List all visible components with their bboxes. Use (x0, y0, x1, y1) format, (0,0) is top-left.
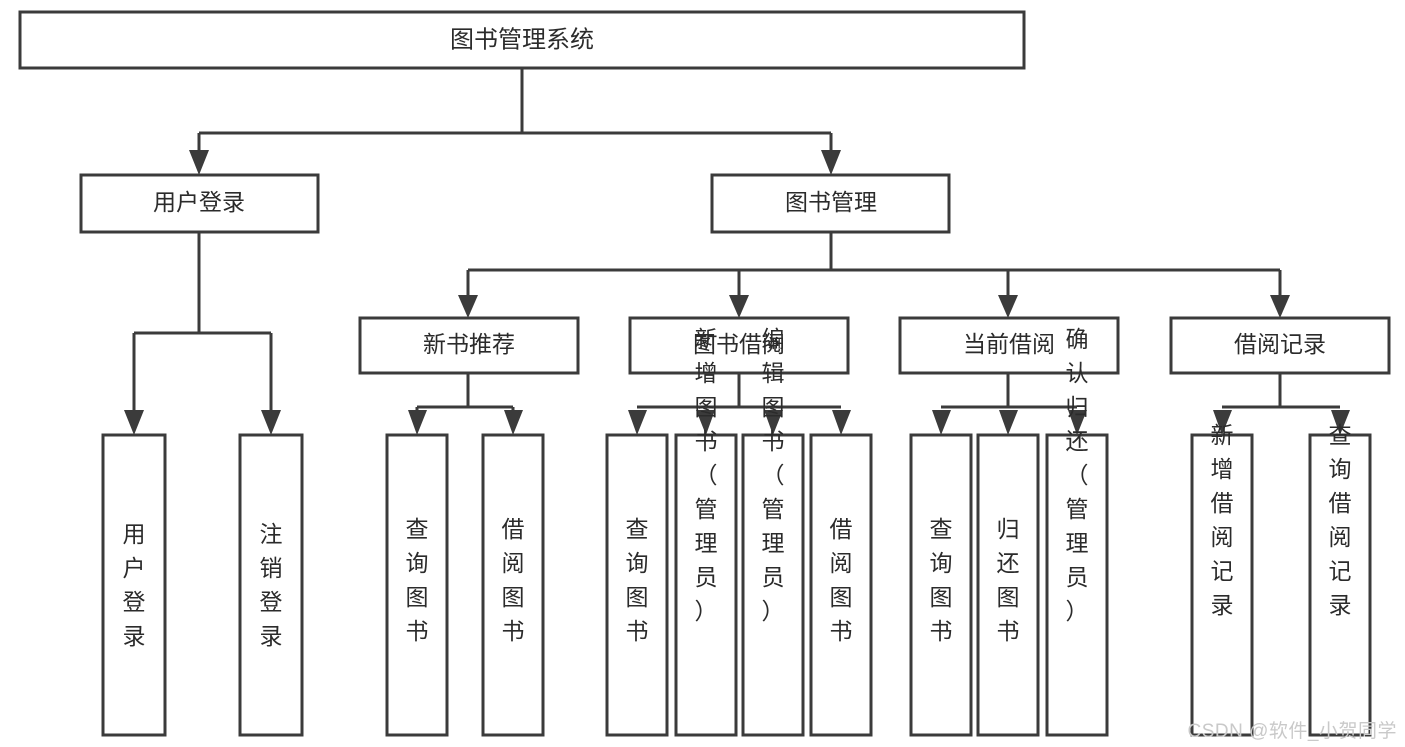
node-new-book-recommend-box[interactable] (358, 316, 580, 375)
arrowhead-leaf-book-borrow-3 (764, 410, 783, 435)
leaf-book-borrow-1-box[interactable] (605, 433, 669, 737)
leaf-current-borrow-1-label: 查询图书 (930, 516, 953, 644)
leaf-new-book-2[interactable]: 借阅图书 (481, 433, 545, 737)
leaf-current-borrow-2[interactable]: 归还图书 (976, 433, 1040, 737)
arrowhead-current-borrow (998, 295, 1018, 318)
node-current-borrow[interactable]: 当前借阅 (898, 316, 1120, 375)
arrowhead-leaf-book-borrow-2 (696, 410, 715, 435)
leaf-book-borrow-1-label: 查询图书 (626, 516, 649, 644)
leaf-current-borrow-3[interactable]: 确认归还（管理员） (1045, 326, 1109, 737)
arrowhead-leaf-book-borrow-4 (832, 410, 851, 435)
leaf-current-borrow-3-box[interactable] (1045, 433, 1109, 737)
node-current-borrow-box[interactable] (898, 316, 1120, 375)
arrowhead-leaf-borrow-record-2 (1331, 410, 1350, 435)
leaf-current-borrow-1[interactable]: 查询图书 (909, 433, 973, 737)
leaf-new-book-1-label: 查询图书 (406, 516, 429, 644)
arrowhead-borrow-record (1270, 295, 1290, 318)
leaf-new-book-2-box[interactable] (481, 433, 545, 737)
arrowhead-leaf-current-borrow-1 (932, 410, 951, 435)
arrowhead-leaf-new-book-2 (504, 410, 523, 435)
leaf-user-login-1[interactable]: 用户登录 (101, 433, 167, 737)
leaf-borrow-record-2-box[interactable] (1308, 433, 1372, 737)
leaf-user-login-1-label: 用户登录 (123, 521, 146, 649)
arrowhead-book-mgmt (821, 150, 841, 175)
leaf-user-login-2-box[interactable] (238, 433, 304, 737)
leaf-new-book-1[interactable]: 查询图书 (385, 433, 449, 737)
leaf-current-borrow-1-box[interactable] (909, 433, 973, 737)
node-book-management-label: 图书管理 (785, 189, 877, 215)
node-book-management[interactable]: 图书管理 (710, 173, 951, 234)
node-new-book-recommend[interactable]: 新书推荐 (358, 316, 580, 375)
node-borrow-record[interactable]: 借阅记录 (1169, 316, 1391, 375)
arrowhead-leaf-current-borrow-2 (999, 410, 1018, 435)
leaf-new-book-2-label: 借阅图书 (502, 516, 525, 644)
leaf-book-borrow-3-box[interactable] (741, 433, 805, 737)
node-book-management-box[interactable] (710, 173, 951, 234)
node-new-book-recommend-label: 新书推荐 (423, 331, 515, 357)
node-user-login-label: 用户登录 (153, 189, 245, 215)
node-user-login[interactable]: 用户登录 (79, 173, 320, 234)
arrowhead-book-borrow (729, 295, 749, 318)
leaf-book-borrow-4-box[interactable] (809, 433, 873, 737)
arrowhead-leaf-current-borrow-3 (1068, 410, 1087, 435)
leaf-current-borrow-2-label: 归还图书 (997, 516, 1020, 644)
leaf-borrow-record-2-label: 查询借阅记录 (1329, 422, 1352, 618)
arrowhead-leaf-user-login-2 (261, 410, 281, 435)
leaf-book-borrow-4-label: 借阅图书 (830, 516, 853, 644)
arrowhead-leaf-user-login-1 (124, 410, 144, 435)
leaf-borrow-record-1-label: 新增借阅记录 (1211, 422, 1234, 618)
leaf-user-login-2-label: 注销登录 (260, 521, 283, 649)
leaf-book-borrow-3-label: 编辑图书（管理员） (762, 326, 785, 624)
leaf-borrow-record-1-box[interactable] (1190, 433, 1254, 737)
leaf-borrow-record-1[interactable]: 新增借阅记录 (1190, 422, 1254, 737)
connector-layer (124, 68, 1350, 435)
node-root[interactable]: 图书管理系统 (18, 10, 1026, 70)
leaf-user-login-1-box[interactable] (101, 433, 167, 737)
node-book-borrow-label: 图书借阅 (693, 331, 785, 357)
node-book-borrow-box[interactable] (628, 316, 850, 375)
leaf-book-borrow-2[interactable]: 新增图书（管理员） (674, 326, 738, 737)
leaf-book-borrow-3[interactable]: 编辑图书（管理员） (741, 326, 805, 737)
leaf-book-borrow-2-label: 新增图书（管理员） (695, 326, 718, 624)
leaf-current-borrow-3-label: 确认归还（管理员） (1066, 326, 1089, 624)
node-root-label: 图书管理系统 (450, 26, 594, 53)
leaf-book-borrow-4[interactable]: 借阅图书 (809, 433, 873, 737)
leaf-borrow-record-2[interactable]: 查询借阅记录 (1308, 422, 1372, 737)
node-root-box[interactable] (18, 10, 1026, 70)
arrowhead-new-book-recommend (458, 295, 478, 318)
arrowhead-user-login (189, 150, 209, 175)
arrowhead-leaf-borrow-record-1 (1213, 410, 1232, 435)
leaf-book-borrow-1[interactable]: 查询图书 (605, 433, 669, 737)
node-borrow-record-label: 借阅记录 (1234, 331, 1326, 357)
node-borrow-record-box[interactable] (1169, 316, 1391, 375)
leaf-current-borrow-2-box[interactable] (976, 433, 1040, 737)
arrowhead-leaf-book-borrow-1 (628, 410, 647, 435)
node-book-borrow[interactable]: 图书借阅 (628, 316, 850, 375)
arrowhead-leaf-new-book-1 (408, 410, 427, 435)
leaf-user-login-2[interactable]: 注销登录 (238, 433, 304, 737)
leaf-book-borrow-2-box[interactable] (674, 433, 738, 737)
node-user-login-box[interactable] (79, 173, 320, 234)
node-current-borrow-label: 当前借阅 (963, 331, 1055, 357)
leaf-new-book-1-box[interactable] (385, 433, 449, 737)
